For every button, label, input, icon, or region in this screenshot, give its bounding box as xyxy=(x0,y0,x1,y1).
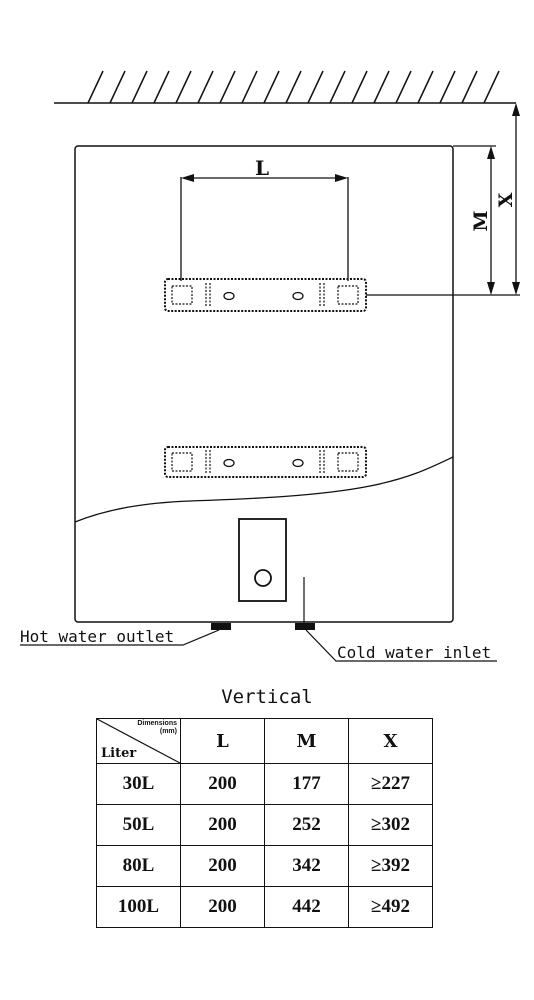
cell-x: ≥302 xyxy=(348,804,433,846)
corner-diagonal xyxy=(97,719,180,763)
table-row: 100L 200 442 ≥492 xyxy=(96,886,433,928)
column-header-l: L xyxy=(180,718,265,764)
cell-m: 177 xyxy=(264,763,349,805)
table-title: Vertical xyxy=(221,686,313,708)
installation-diagram: L M X Hot water outlet Cold water inlet xyxy=(20,70,520,662)
cell-m: 252 xyxy=(264,804,349,846)
cell-l: 200 xyxy=(180,763,265,805)
cell-m: 342 xyxy=(264,845,349,887)
table-row: 30L 200 177 ≥227 xyxy=(96,763,433,805)
table-row: 50L 200 252 ≥302 xyxy=(96,804,433,846)
dimension-x-label: X xyxy=(495,192,517,207)
cold-water-inlet-leader xyxy=(305,629,497,662)
upper-mounting-bracket xyxy=(164,278,367,312)
control-panel xyxy=(238,518,287,602)
dimension-l-label: L xyxy=(255,156,269,180)
cell-l: 200 xyxy=(180,804,265,846)
lower-mounting-bracket xyxy=(164,446,367,478)
column-header-x: X xyxy=(348,718,433,764)
dimension-x xyxy=(512,103,520,295)
dimension-m-label: M xyxy=(470,210,492,231)
column-header-m: M xyxy=(264,718,349,764)
panel-wave-line xyxy=(74,456,454,523)
cell-liter: 50L xyxy=(96,804,181,846)
control-knob-icon xyxy=(254,569,272,587)
hot-water-outlet-label: Hot water outlet xyxy=(20,627,174,646)
table-header-row: Dimensions (mm) Liter L M X xyxy=(96,718,433,764)
cell-x: ≥492 xyxy=(348,886,433,928)
cell-x: ≥227 xyxy=(348,763,433,805)
cell-liter: 80L xyxy=(96,845,181,887)
corner-bottom-label: Liter xyxy=(101,746,137,761)
corner-top-label: Dimensions xyxy=(137,720,177,727)
heater-body xyxy=(74,145,454,623)
ceiling xyxy=(54,70,516,104)
table-row: 80L 200 342 ≥392 xyxy=(96,845,433,887)
cell-liter: 30L xyxy=(96,763,181,805)
cell-liter: 100L xyxy=(96,886,181,928)
dimensions-table: Dimensions (mm) Liter L M X 30L 200 177 … xyxy=(96,718,433,928)
cold-water-pipe xyxy=(295,623,315,630)
hot-water-pipe xyxy=(211,623,231,630)
table-corner-cell: Dimensions (mm) Liter xyxy=(96,718,181,764)
dimension-l xyxy=(180,174,349,281)
cell-x: ≥392 xyxy=(348,845,433,887)
hot-water-outlet-leader xyxy=(20,629,220,646)
cold-water-inlet-label: Cold water inlet xyxy=(337,643,491,662)
cell-l: 200 xyxy=(180,886,265,928)
dimension-m xyxy=(453,145,496,295)
corner-unit-label: (mm) xyxy=(159,728,177,735)
cell-l: 200 xyxy=(180,845,265,887)
cell-m: 442 xyxy=(264,886,349,928)
